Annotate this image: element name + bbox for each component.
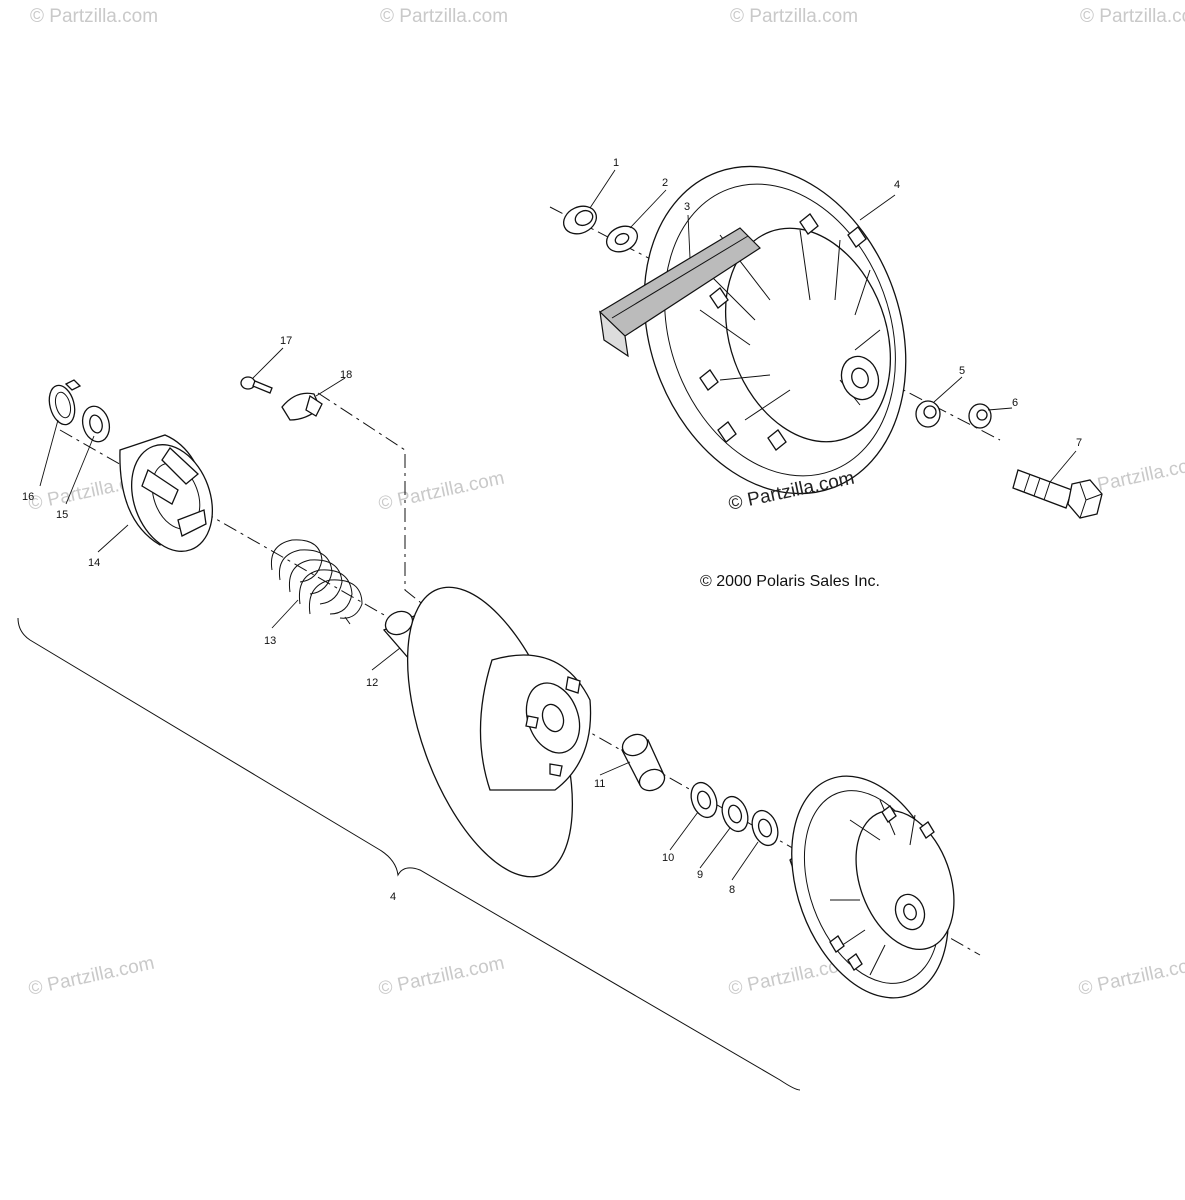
part-16-retaining-ring	[48, 379, 82, 426]
leader-lines	[39, 169, 1077, 881]
callout-17: 17	[280, 335, 292, 347]
callout-4-bracket: 4	[390, 891, 396, 903]
watermark: © Partzilla.com	[380, 6, 508, 27]
part-9-washer	[721, 795, 749, 833]
callout-numbers: 1 2 3 4 5 6 7 8 9 10 11 12 13 14 15 16 1…	[22, 157, 1082, 903]
callout-18: 18	[340, 369, 352, 381]
part-3-drive-belt	[599, 227, 761, 358]
callout-12: 12	[366, 677, 378, 689]
callout-8: 8	[729, 884, 735, 896]
callout-1: 1	[613, 157, 619, 169]
part-15-washer	[81, 405, 111, 443]
callout-9: 9	[697, 869, 703, 881]
part-2-washer	[605, 225, 639, 253]
fixed-sheave	[789, 775, 955, 999]
callout-5: 5	[959, 365, 965, 377]
callout-2: 2	[662, 177, 668, 189]
part-13-spring	[270, 539, 363, 625]
callout-13: 13	[264, 635, 276, 647]
part-1-bearing	[562, 205, 598, 235]
watermark: © Partzilla.com	[30, 6, 158, 27]
part-14-helix-cam	[119, 434, 214, 552]
moveable-sheave	[406, 586, 592, 878]
watermark: © Partzilla.com	[1077, 953, 1185, 1000]
watermark: © Partzilla.com	[730, 6, 858, 27]
copyright-notice: © 2000 Polaris Sales Inc.	[700, 573, 880, 590]
part-7-bolt	[1012, 469, 1103, 519]
watermark: © Partzilla.com	[1080, 6, 1185, 27]
part-10-washer	[690, 781, 718, 819]
part-6-lock-washer	[968, 403, 992, 429]
callout-10: 10	[662, 852, 674, 864]
callout-6: 6	[1012, 397, 1018, 409]
callout-4-top: 4	[894, 179, 900, 191]
part-18-button	[281, 392, 323, 421]
cam-axis-line	[317, 392, 431, 611]
part-5-washer	[915, 400, 941, 428]
watermark: © Partzilla.com	[377, 468, 507, 515]
callout-11: 11	[594, 778, 605, 790]
callout-3: 3	[684, 201, 690, 213]
part-17-screw	[240, 376, 273, 394]
callout-16: 16	[22, 491, 34, 503]
part-11-bushing	[621, 733, 666, 792]
callout-15: 15	[56, 509, 68, 521]
assembly-bracket	[17, 617, 801, 1091]
callout-7: 7	[1076, 437, 1082, 449]
watermark: © Partzilla.com	[377, 953, 507, 1000]
part-8-washer	[751, 809, 779, 847]
callout-14: 14	[88, 557, 100, 569]
watermark: © Partzilla.com	[27, 953, 157, 1000]
